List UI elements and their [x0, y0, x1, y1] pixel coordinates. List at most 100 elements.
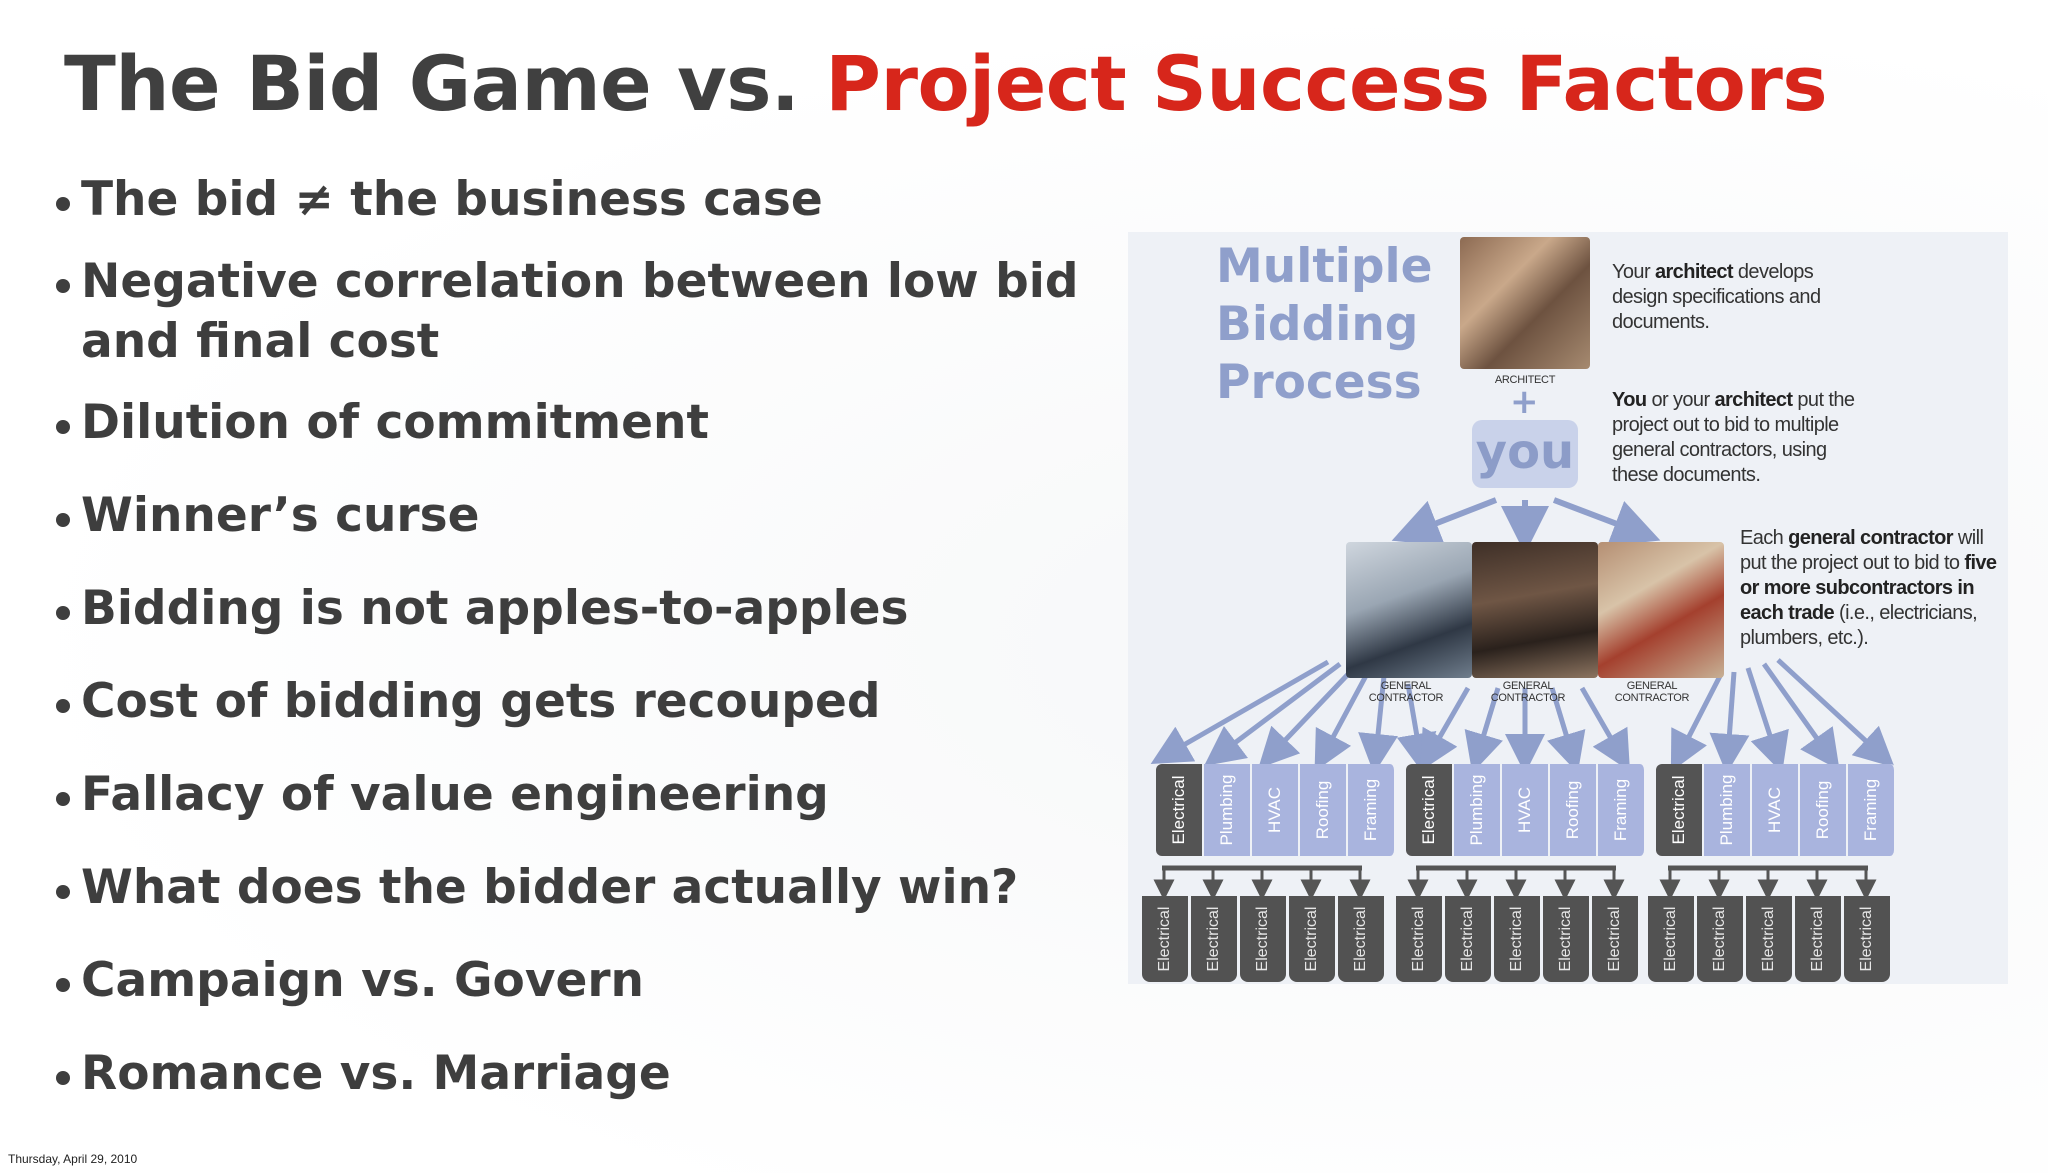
trade-label: Electrical: [1459, 906, 1476, 972]
general-contractor-photo: [1346, 542, 1472, 678]
trade-label: Plumbing: [1717, 774, 1736, 846]
trade-label: Electrical: [1410, 906, 1427, 972]
trade-label: Electrical: [1809, 906, 1826, 972]
bullet-dot-icon: [56, 197, 70, 211]
subcontractor-group: Electrical Electrical Electrical Electri…: [1648, 896, 1893, 982]
trade-label: Plumbing: [1467, 774, 1486, 846]
slide-title: The Bid Game vs. Project Success Factors: [64, 36, 1828, 132]
trade-box: Framing: [1848, 764, 1896, 856]
trade-box: Roofing: [1300, 764, 1348, 856]
trade-box: Plumbing: [1204, 764, 1252, 856]
trade-box: Electrical: [1156, 764, 1204, 856]
note-you: You or your architect put the project ou…: [1612, 389, 1855, 486]
sub-arrows: [1153, 868, 1877, 901]
trade-label: Electrical: [1858, 906, 1875, 972]
subcontractor-box: Electrical: [1648, 896, 1694, 982]
bullet-item: Cost of bidding gets recouped: [48, 672, 1088, 732]
bullet-dot-icon: [56, 699, 70, 713]
bullet-dot-icon: [56, 792, 70, 806]
subcontractor-box: Electrical: [1592, 896, 1638, 982]
footer-date: Thursday, April 29, 2010: [8, 1152, 138, 1166]
trade-label: Framing: [1861, 778, 1880, 842]
note-architect: Your architect develops design specifica…: [1612, 261, 1821, 333]
trade-group: Electrical Plumbing HVAC Roofing Framing: [1406, 764, 1646, 856]
trade-box: HVAC: [1502, 764, 1550, 856]
bullet-item: Bidding is not apples-to-apples: [48, 579, 1088, 639]
trade-label: Electrical: [1557, 906, 1574, 972]
trade-box: Electrical: [1406, 764, 1454, 856]
trade-label: Electrical: [1711, 906, 1728, 972]
bullet-item: Romance vs. Marriage: [48, 1044, 1088, 1104]
bullet-dot-icon: [56, 606, 70, 620]
bullet-dot-icon: [56, 978, 70, 992]
trade-label: Electrical: [1662, 906, 1679, 972]
diagram-arrows: [1150, 497, 1895, 901]
trade-label: Electrical: [1760, 906, 1777, 972]
trade-label: HVAC: [1515, 787, 1534, 833]
subcontractor-box: Electrical: [1795, 896, 1841, 982]
trade-label: Plumbing: [1217, 774, 1236, 846]
subcontractor-box: Electrical: [1746, 896, 1792, 982]
architect-photo: [1460, 237, 1590, 369]
bullet-item: Fallacy of value engineering: [48, 765, 1088, 825]
trade-label: Framing: [1361, 778, 1380, 842]
bullet-item: The bid ≠ the business case: [48, 170, 1088, 230]
bidding-process-diagram: Multiple Bidding Process ARCHITECT + you…: [1128, 232, 2008, 984]
trade-label: Electrical: [1254, 906, 1271, 972]
bullet-item: What does the bidder actually win?: [48, 858, 1088, 918]
subcontractor-box: Electrical: [1142, 896, 1188, 982]
trade-label: Electrical: [1352, 906, 1369, 972]
you-to-gc-arrows: [1391, 497, 1661, 554]
trade-label: Electrical: [1508, 906, 1525, 972]
gc-to-trade-arrows: [1150, 658, 1895, 774]
title-part-red: Project Success Factors: [825, 39, 1828, 128]
trade-label: HVAC: [1765, 787, 1784, 833]
trade-box: Framing: [1598, 764, 1646, 856]
subcontractor-box: Electrical: [1240, 896, 1286, 982]
trade-label: Electrical: [1606, 906, 1623, 972]
trade-box: HVAC: [1252, 764, 1300, 856]
subcontractor-box: Electrical: [1844, 896, 1890, 982]
trade-label: Electrical: [1169, 775, 1188, 845]
trade-box: Plumbing: [1704, 764, 1752, 856]
trade-label: Electrical: [1669, 775, 1688, 845]
trade-group: Electrical Plumbing HVAC Roofing Framing: [1156, 764, 1396, 856]
subcontractor-group: Electrical Electrical Electrical Electri…: [1142, 896, 1387, 982]
bullet-item: Negative correlation between low bid and…: [48, 252, 1088, 372]
general-contractor-photo: [1472, 542, 1598, 678]
subcontractor-box: Electrical: [1494, 896, 1540, 982]
subcontractor-box: Electrical: [1338, 896, 1384, 982]
general-contractor-photo: [1598, 542, 1724, 678]
note-general-contractor: Each general contractor will put the pro…: [1740, 527, 1997, 649]
trade-label: Electrical: [1205, 906, 1222, 972]
subcontractor-box: Electrical: [1191, 896, 1237, 982]
bullet-item: Dilution of commitment: [48, 393, 1088, 453]
trade-label: Roofing: [1563, 780, 1582, 840]
trade-box: Plumbing: [1454, 764, 1502, 856]
trade-label: Framing: [1611, 778, 1630, 842]
architect-caption: ARCHITECT: [1494, 374, 1556, 386]
trade-box: Electrical: [1656, 764, 1704, 856]
bullet-dot-icon: [56, 420, 70, 434]
subcontractor-box: Electrical: [1697, 896, 1743, 982]
bullet-item: Campaign vs. Govern: [48, 951, 1088, 1011]
you-badge: you: [1472, 420, 1578, 488]
subcontractor-box: Electrical: [1543, 896, 1589, 982]
subcontractor-box: Electrical: [1396, 896, 1442, 982]
bullet-dot-icon: [56, 279, 70, 293]
trade-group: Electrical Plumbing HVAC Roofing Framing: [1656, 764, 1896, 856]
trade-box: HVAC: [1752, 764, 1800, 856]
trade-label: Roofing: [1313, 780, 1332, 840]
subcontractor-box: Electrical: [1289, 896, 1335, 982]
bullet-dot-icon: [56, 1071, 70, 1085]
trade-label: Roofing: [1813, 780, 1832, 840]
trade-label: Electrical: [1419, 775, 1438, 845]
bullet-dot-icon: [56, 885, 70, 899]
trade-label: Electrical: [1156, 906, 1173, 972]
plus-icon: +: [1510, 382, 1539, 422]
bullet-item: Winner’s curse: [48, 486, 1088, 546]
diagram-title: Multiple Bidding Process: [1216, 239, 1433, 410]
